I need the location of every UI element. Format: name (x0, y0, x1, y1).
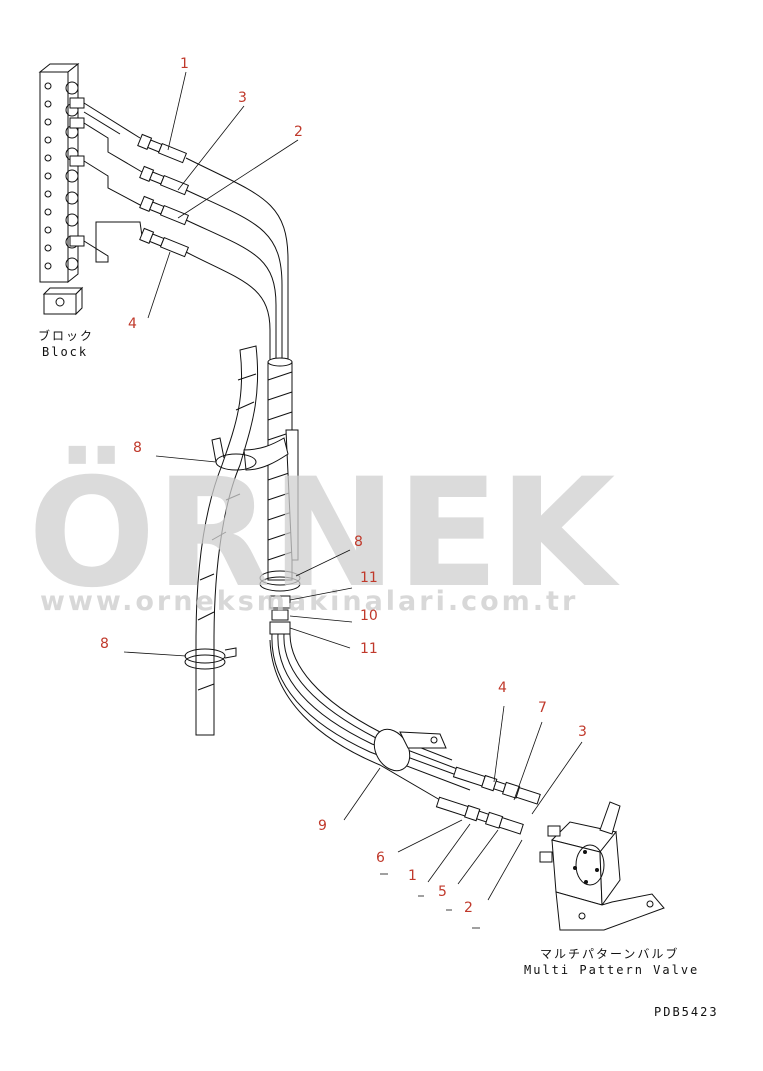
clamp-8-lower (184, 647, 237, 670)
callout-5: 5 (438, 884, 447, 900)
pilot-hoses-lower (269, 633, 471, 801)
valve-label-jp: マルチパターンバルブ (540, 946, 679, 961)
block-label-jp: ブロック (38, 328, 94, 343)
multi-pattern-valve (539, 801, 665, 931)
clamp-8-middle (259, 570, 301, 592)
hose-end-fittings-top (137, 133, 190, 258)
callout-11-lower: 11 (360, 641, 378, 657)
large-hose-left (195, 345, 289, 736)
hose-end-fittings-bottom (435, 766, 541, 835)
callout-8-lower: 8 (100, 636, 109, 652)
valve-label-en: Multi Pattern Valve (524, 963, 699, 977)
callout-4-top: 4 (128, 316, 137, 332)
callout-3-top: 3 (238, 90, 247, 106)
callout-2-top: 2 (294, 124, 303, 140)
watermark: ÖRNEK www.orneksmakinalari.com.tr (28, 445, 620, 621)
callout-7: 7 (538, 700, 547, 716)
callout-11-upper: 11 (360, 570, 378, 586)
block-manifold (38, 62, 84, 316)
callouts: 1 3 2 4 8 8 11 10 11 8 4 7 3 9 6 1 5 2 (100, 56, 587, 916)
watermark-site: www.orneksmakinalari.com.tr (40, 586, 578, 617)
callout-4-bottom: 4 (498, 680, 507, 696)
leader-lines (123, 71, 583, 929)
callout-2-bottom: 2 (464, 900, 473, 916)
pilot-hoses-upper (185, 157, 289, 360)
callout-1-bottom: 1 (408, 868, 417, 884)
clamp-9 (373, 728, 447, 772)
callout-1-top: 1 (180, 56, 189, 72)
block-hose-links (83, 102, 143, 263)
callout-6: 6 (376, 850, 385, 866)
callout-3-bottom: 3 (578, 724, 587, 740)
coupling-stack (269, 595, 291, 635)
callout-9: 9 (318, 818, 327, 834)
spiral-wrap-bundle (267, 357, 299, 581)
block-label-en: Block (42, 345, 88, 359)
watermark-brand: ÖRNEK (28, 445, 620, 621)
callout-8-middle: 8 (354, 534, 363, 550)
callout-10: 10 (360, 608, 378, 624)
drawing-code: PDB5423 (654, 1005, 719, 1019)
callout-8-upper: 8 (133, 440, 142, 456)
